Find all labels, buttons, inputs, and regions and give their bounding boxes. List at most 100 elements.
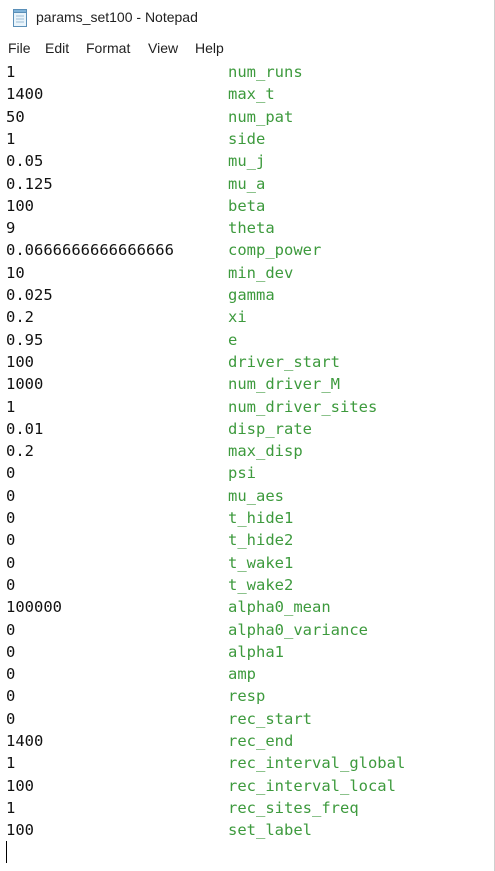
text-line: 0 amp — [0, 665, 495, 687]
param-name: mu_j — [228, 152, 266, 171]
param-name: min_dev — [228, 263, 294, 282]
param-name: alpha0_mean — [228, 598, 331, 617]
text-line: 0.0666666666666666 comp_power — [0, 241, 495, 263]
param-value: 100000 — [6, 598, 62, 617]
param-name: resp — [228, 687, 266, 706]
param-name: num_driver_sites — [228, 397, 378, 416]
param-name: beta — [228, 196, 266, 215]
param-name: alpha0_variance — [228, 620, 368, 639]
text-line: 1 num_driver_sites — [0, 398, 495, 420]
param-name: amp — [228, 665, 256, 684]
param-value: 0.2 — [6, 308, 34, 327]
param-name: theta — [228, 219, 275, 238]
text-line: 100 driver_start — [0, 353, 495, 375]
text-line: 0 resp — [0, 687, 495, 709]
text-line: 0.2 xi — [0, 308, 495, 330]
text-line: 0.05 mu_j — [0, 152, 495, 174]
param-name: xi — [228, 308, 247, 327]
menu-help[interactable]: Help — [195, 40, 224, 56]
param-value: 1400 — [6, 732, 44, 750]
param-value: 0 — [6, 687, 16, 706]
param-value: 0.2 — [6, 442, 34, 461]
param-value: 0.125 — [6, 174, 53, 193]
param-name: t_wake2 — [228, 575, 294, 594]
menu-file[interactable]: File — [8, 40, 31, 56]
param-name: side — [228, 129, 266, 148]
menu-view[interactable]: View — [148, 40, 179, 56]
notepad-icon — [13, 9, 27, 27]
param-value: 0 — [6, 709, 16, 728]
window-title: params_set100 - Notepad — [36, 9, 198, 25]
param-value: 0 — [6, 464, 16, 483]
param-value: 0 — [6, 575, 16, 594]
text-line: 50 num_pat — [0, 108, 495, 130]
title-bar[interactable]: params_set100 - Notepad — [0, 0, 495, 36]
param-name: e — [228, 330, 238, 349]
param-name: max_disp — [228, 442, 303, 461]
param-value: 1000 — [6, 375, 44, 394]
text-line: 0.95 e — [0, 331, 495, 353]
param-value: 0.0666666666666666 — [6, 241, 174, 260]
menu-edit[interactable]: Edit — [45, 40, 70, 56]
param-value: 0 — [6, 665, 16, 684]
param-value: 0.025 — [6, 286, 53, 304]
param-name: set_label — [228, 821, 312, 840]
param-value: 0 — [6, 620, 16, 639]
param-name: disp_rate — [228, 419, 312, 438]
param-value: 0 — [6, 642, 16, 661]
text-line: 0 t_hide2 — [0, 531, 495, 553]
text-line: 100 rec_interval_local — [0, 777, 495, 799]
param-value: 0.05 — [6, 152, 44, 171]
param-value: 1 — [6, 129, 16, 148]
text-line: 0.2 max_disp — [0, 442, 495, 464]
text-line: 9 theta — [0, 219, 495, 241]
param-value: 0 — [6, 531, 16, 550]
param-name: psi — [228, 464, 256, 483]
menu-bar: File Edit Format View Help — [0, 37, 495, 61]
param-value: 0.01 — [6, 419, 44, 438]
param-value: 100 — [6, 352, 34, 371]
param-name: t_hide2 — [228, 531, 294, 550]
param-name: driver_start — [228, 352, 340, 371]
param-name: num_driver_M — [228, 375, 340, 394]
text-line: 10 min_dev — [0, 264, 495, 286]
text-line: 100000 alpha0_mean — [0, 598, 495, 620]
param-name: gamma — [228, 286, 275, 304]
text-line: 1 num_runs — [0, 63, 495, 85]
param-value: 0 — [6, 509, 16, 527]
text-line: 100 beta — [0, 197, 495, 219]
param-value: 1 — [6, 754, 16, 773]
text-line: 0 t_wake2 — [0, 576, 495, 598]
param-value: 100 — [6, 196, 34, 215]
text-line: 1 side — [0, 130, 495, 152]
param-name: t_wake1 — [228, 553, 294, 572]
param-name: comp_power — [228, 241, 322, 260]
text-caret — [6, 841, 7, 863]
param-name: t_hide1 — [228, 509, 294, 527]
param-name: rec_interval_local — [228, 776, 396, 795]
param-name: mu_aes — [228, 486, 284, 505]
text-line: 0.025 gamma — [0, 286, 495, 308]
text-line: 0.01 disp_rate — [0, 420, 495, 442]
param-name: max_t — [228, 85, 275, 104]
param-name: mu_a — [228, 174, 266, 193]
param-value: 100 — [6, 776, 34, 795]
param-name: num_runs — [228, 63, 303, 81]
param-value: 10 — [6, 263, 25, 282]
param-value: 1 — [6, 63, 16, 81]
param-name: rec_sites_freq — [228, 798, 359, 817]
param-name: num_pat — [228, 107, 294, 126]
param-value: 9 — [6, 219, 16, 238]
param-name: alpha1 — [228, 642, 284, 661]
menu-format[interactable]: Format — [86, 40, 131, 56]
param-value: 0 — [6, 486, 16, 505]
text-line: 0 psi — [0, 464, 495, 486]
param-value: 0.95 — [6, 330, 44, 349]
param-value: 50 — [6, 107, 25, 126]
param-value: 1 — [6, 397, 16, 416]
